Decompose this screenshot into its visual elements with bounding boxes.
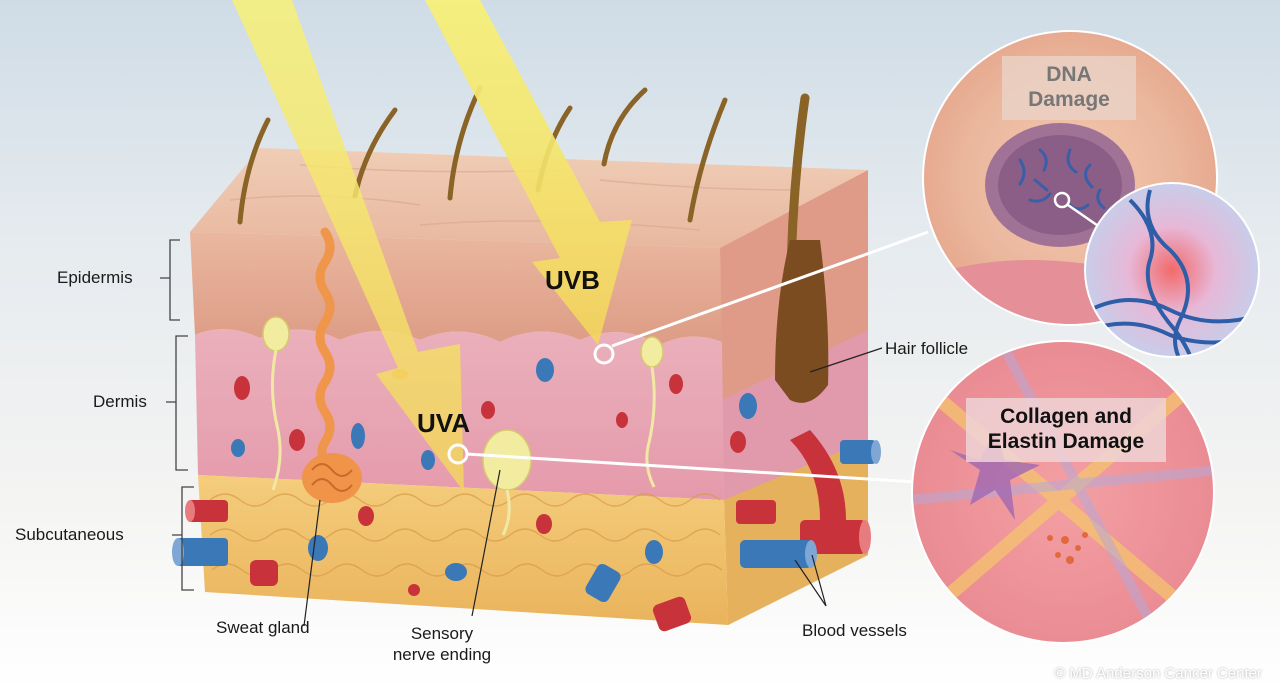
vessel-tubes	[172, 430, 881, 632]
sweat-gland	[302, 227, 362, 503]
collagen-damage-title-line1: Collagen and	[1000, 405, 1132, 428]
copyright-notice: © MD Anderson Cancer Center	[1054, 665, 1262, 682]
epidermis-label: Epidermis	[57, 268, 133, 287]
sweat-gland-label: Sweat gland	[216, 618, 310, 637]
dermal-vessels	[231, 358, 757, 596]
blood-vessels-label: Blood vessels	[802, 621, 907, 640]
uva-ray	[232, 0, 464, 492]
pointer-lines	[303, 347, 883, 627]
uva-target-marker	[447, 443, 469, 465]
collagen-damage-title: Collagen and Elastin Damage	[966, 404, 1166, 454]
nerve-endings	[262, 316, 664, 536]
dna-damage-title: DNA Damage	[1002, 62, 1136, 112]
sensory-nerve-label-line1: Sensory	[410, 624, 474, 643]
dna-pointer-marker	[1053, 191, 1071, 209]
hair-follicle	[775, 240, 829, 403]
uva-label: UVA	[417, 408, 470, 438]
dermis-label: Dermis	[93, 392, 147, 411]
collagen-damage-title-line2: Elastin Damage	[987, 430, 1145, 453]
sensory-nerve-label: Sensory nerve ending	[372, 623, 512, 665]
hair-follicle-label: Hair follicle	[885, 339, 969, 358]
uvb-ray	[425, 0, 632, 345]
dna-damage-title-line2: Damage	[1028, 88, 1110, 111]
uvb-target-marker	[593, 343, 615, 365]
callout-connectors	[465, 230, 929, 484]
subcutaneous-label: Subcutaneous	[15, 525, 124, 544]
dna-damage-title-line1: DNA	[1046, 63, 1092, 86]
uvb-label: UVB	[545, 265, 600, 295]
collagen-callout	[911, 340, 1215, 644]
layer-brackets	[160, 239, 194, 591]
dna-helix-callout	[1084, 182, 1260, 358]
sensory-nerve-label-line2: nerve ending	[392, 645, 492, 664]
